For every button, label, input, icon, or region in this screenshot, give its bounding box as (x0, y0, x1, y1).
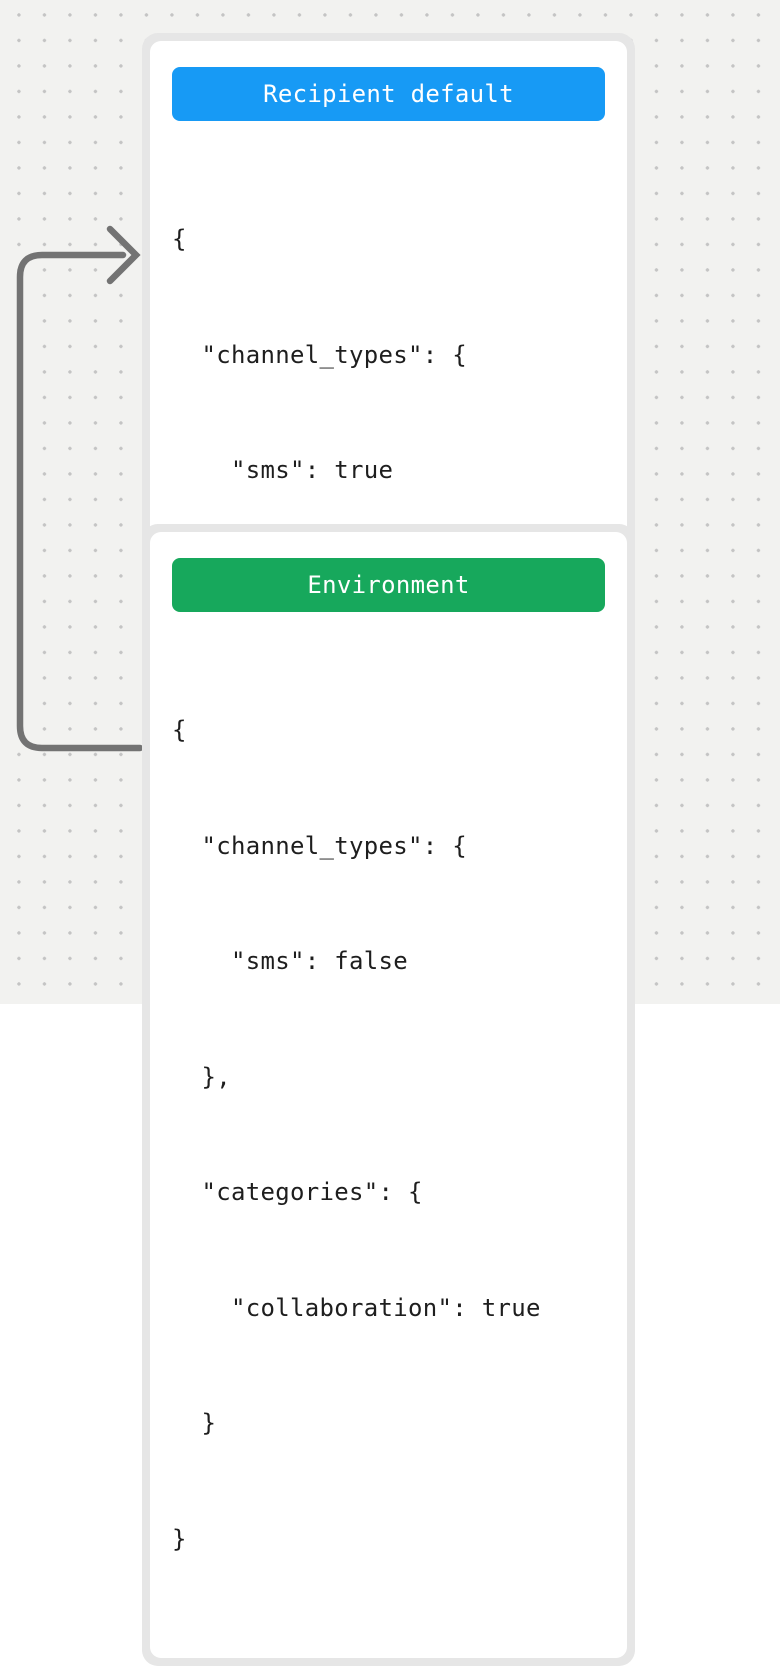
merge-arrow-head (106, 225, 141, 285)
code-line: "channel_types": { (172, 831, 467, 860)
environment-card: Environment { "channel_types": { "sms": … (142, 524, 635, 1666)
code-line: "sms": true (172, 456, 394, 484)
code-line: "channel_types": { (172, 340, 467, 369)
code-line: } (172, 1524, 187, 1553)
merge-arrow-line (16, 251, 144, 752)
environment-title-badge: Environment (172, 558, 605, 612)
code-line: "collaboration": true (172, 1293, 541, 1322)
recipient-default-title-badge: Recipient default (172, 67, 605, 121)
code-line: } (172, 1409, 217, 1437)
environment-code-block: { "channel_types": { "sms": false }, "ca… (172, 634, 605, 1635)
code-line: }, (172, 1062, 231, 1091)
code-line: "categories": { (172, 1178, 423, 1206)
code-line: { (172, 225, 187, 253)
code-line: { (172, 716, 187, 744)
code-line: "sms": false (172, 947, 408, 975)
environment-card-body: Environment { "channel_types": { "sms": … (150, 532, 627, 1658)
